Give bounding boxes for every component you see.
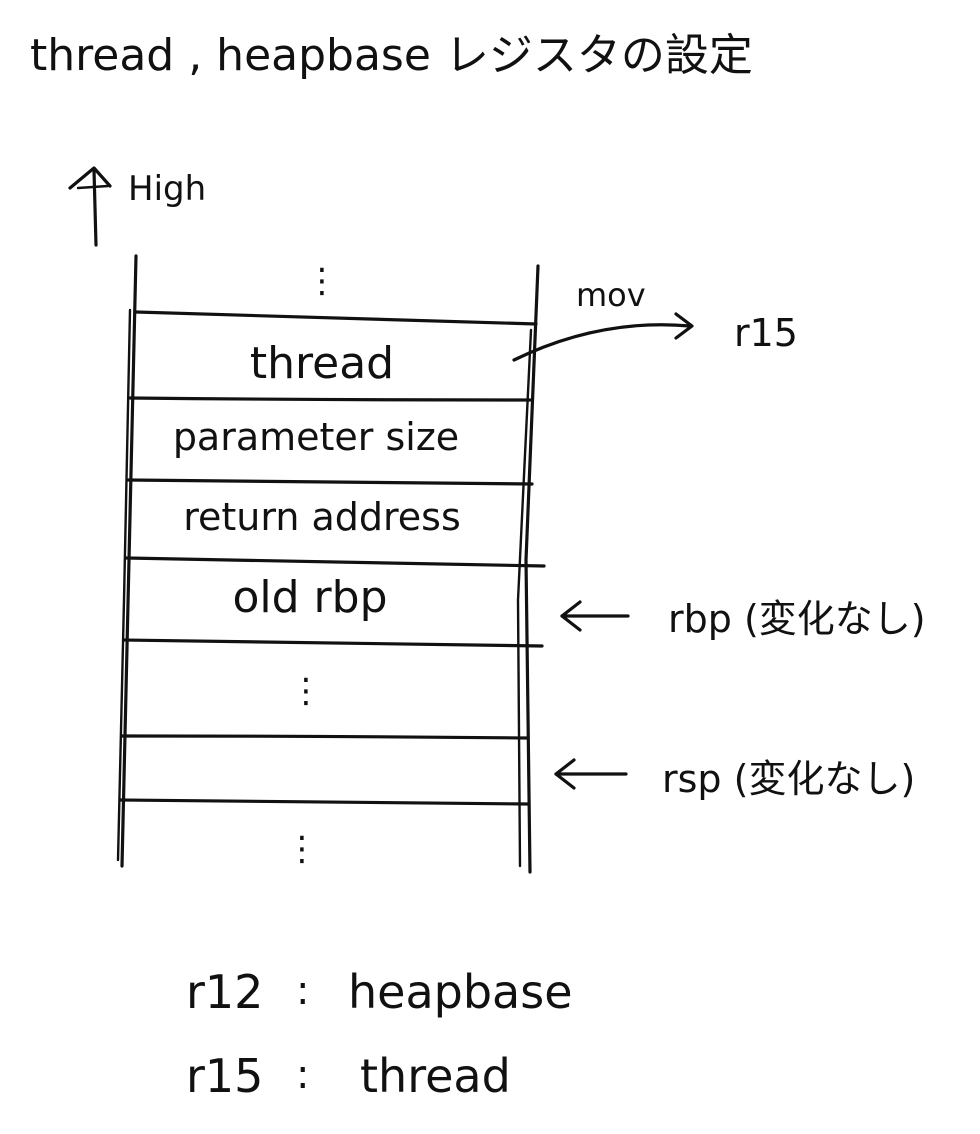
rsp-label: rsp (変化なし) bbox=[662, 757, 915, 801]
stack-dividers bbox=[118, 310, 546, 806]
stack-slot-bottom-ellipsis: ⋮ bbox=[285, 829, 319, 869]
stack-slot-return-address: return address bbox=[183, 495, 461, 539]
register-legend: r12 : heapbase r15 : thread bbox=[186, 965, 573, 1103]
rbp-arrow-icon bbox=[560, 600, 630, 632]
mov-arrow-icon bbox=[512, 312, 694, 362]
legend-r12-value: heapbase bbox=[348, 965, 573, 1019]
rsp-arrow-icon bbox=[554, 758, 628, 790]
stack-slot-parameter-size: parameter size bbox=[173, 415, 459, 459]
stack-slot-mid-ellipsis: ⋮ bbox=[289, 671, 323, 711]
legend-r15-separator: : bbox=[296, 1052, 309, 1098]
stack-slot-old-rbp: old rbp bbox=[232, 572, 387, 623]
high-label: High bbox=[128, 169, 206, 209]
mov-verb: mov bbox=[576, 276, 646, 314]
stack-slot-top-ellipsis: ⋮ bbox=[305, 261, 339, 301]
legend-r12-register: r12 bbox=[186, 965, 263, 1019]
legend-r12-separator: : bbox=[296, 968, 309, 1014]
stack-frame bbox=[116, 254, 540, 874]
high-arrow-icon bbox=[68, 166, 112, 247]
legend-r15-register: r15 bbox=[186, 1049, 263, 1103]
rbp-label: rbp (変化なし) bbox=[668, 597, 926, 641]
diagram-title: thread , heapbase レジスタの設定 bbox=[30, 30, 753, 81]
mov-target: r15 bbox=[734, 311, 798, 355]
legend-r15-value: thread bbox=[360, 1049, 511, 1103]
stack-slot-thread: thread bbox=[250, 338, 394, 389]
